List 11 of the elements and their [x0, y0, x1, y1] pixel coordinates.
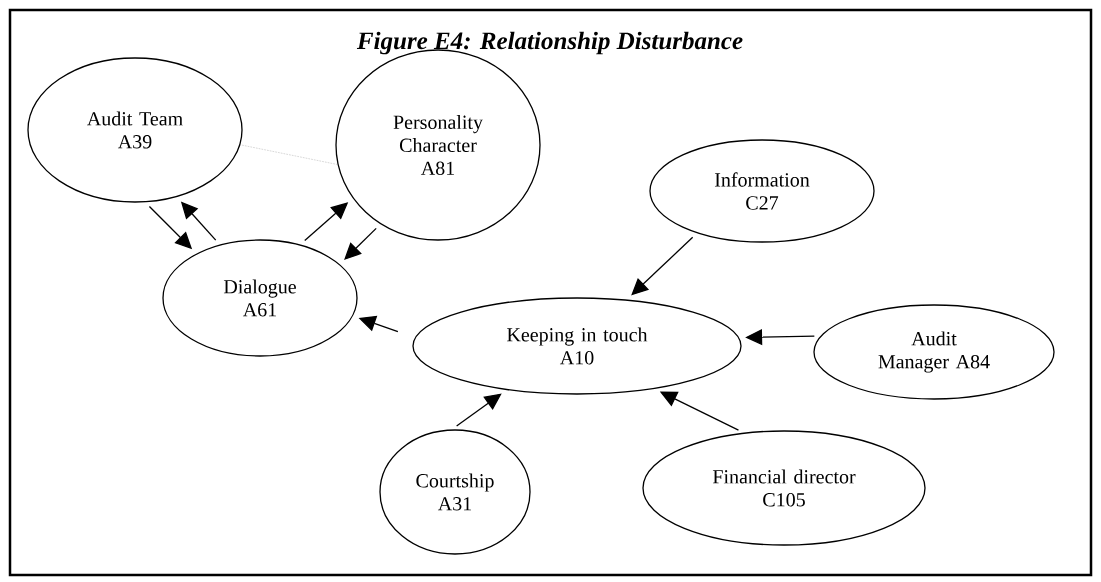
- ellipse-node: Keeping in touch A10: [412, 297, 742, 395]
- ellipse-node: Information C27: [649, 139, 875, 243]
- ellipse-node: Courtship A31: [379, 429, 531, 555]
- ellipse-node: Financial director C105: [642, 430, 926, 546]
- ellipse-node: Audit Manager A84: [813, 304, 1055, 400]
- arrow: [455, 393, 502, 427]
- arrow: [631, 236, 694, 296]
- ellipse-node: Audit Team A39: [27, 57, 243, 203]
- ellipse-node: Dialogue A61: [162, 239, 358, 357]
- connector-line: [240, 144, 338, 165]
- arrow: [344, 227, 377, 260]
